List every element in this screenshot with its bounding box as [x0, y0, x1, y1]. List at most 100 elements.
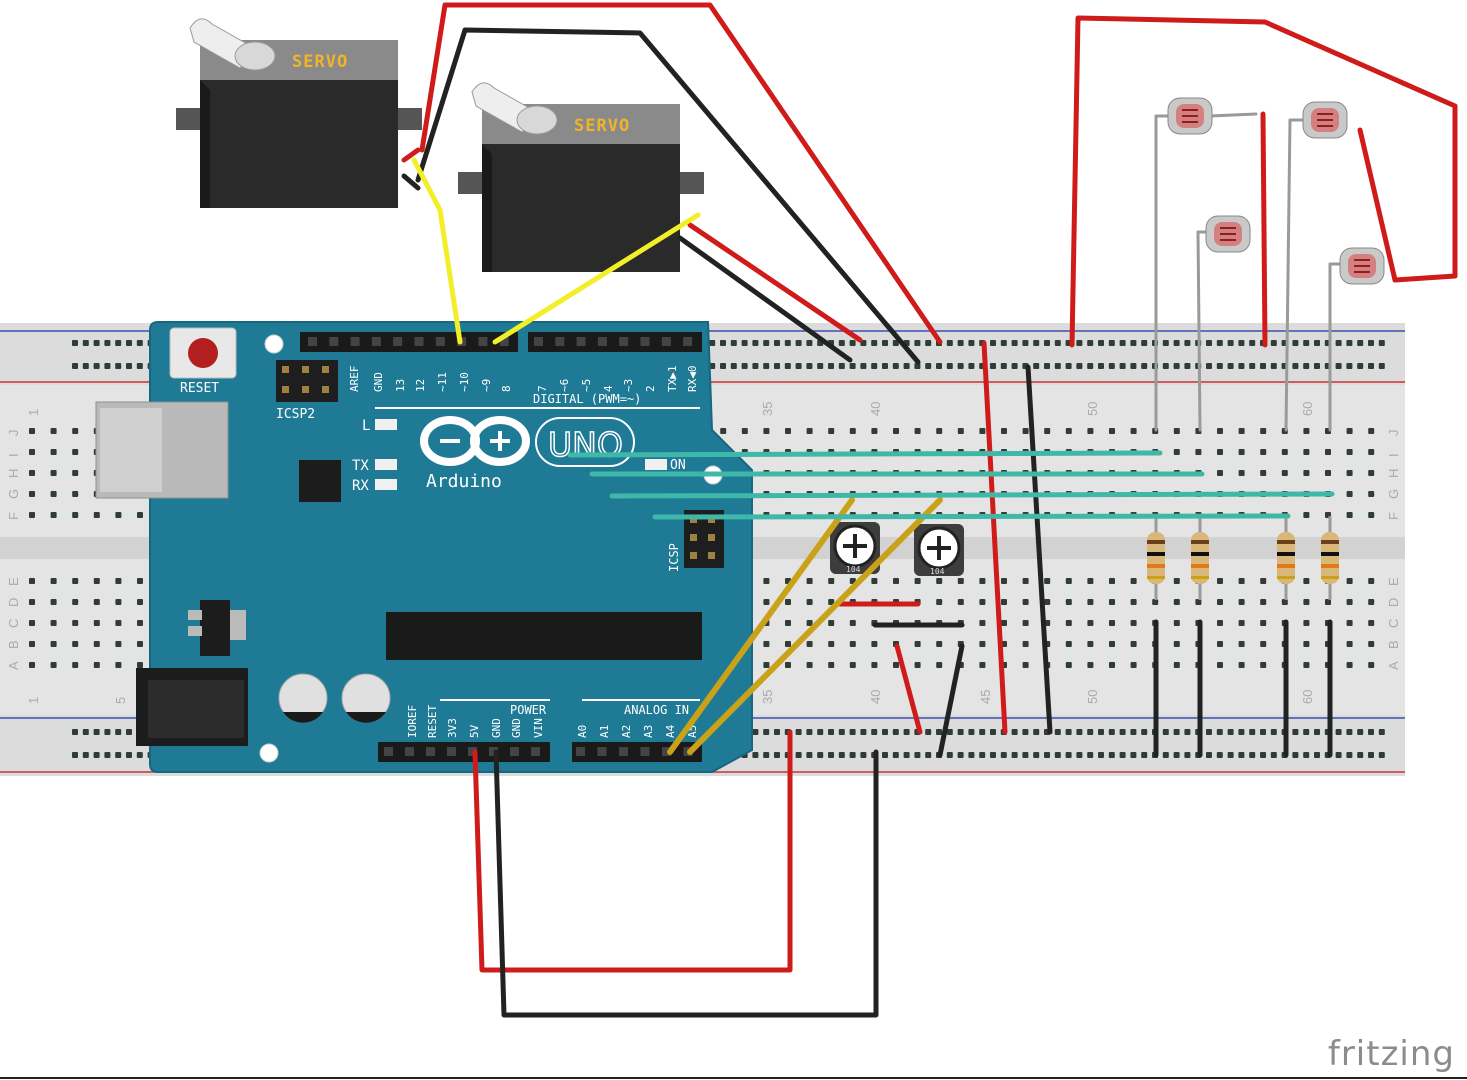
wire-black	[937, 643, 965, 758]
breadboard-hole	[914, 662, 921, 668]
rail-hole	[882, 752, 888, 758]
breadboard-hole	[1346, 449, 1353, 455]
breadboard-hole	[1368, 470, 1375, 476]
header-pin	[499, 337, 509, 346]
breadboard-hole	[1217, 599, 1223, 605]
rail-hole	[1119, 340, 1126, 346]
digital-pin-label: ~5	[580, 379, 593, 392]
rail-hole	[115, 363, 122, 369]
breadboard-hole	[1109, 578, 1115, 584]
wire-gray	[1208, 112, 1258, 118]
rail-hole	[795, 340, 802, 346]
breadboard-hole	[720, 428, 727, 434]
col-label: 40	[868, 402, 883, 416]
breadboard-hole	[1346, 512, 1353, 518]
breadboard-hole	[1022, 578, 1029, 584]
rail-hole	[1162, 340, 1169, 346]
header-pin	[447, 747, 456, 756]
analog-pin-label: A2	[620, 725, 633, 738]
breadboard-hole	[1001, 599, 1007, 605]
wire-red	[472, 729, 793, 973]
breadboard-hole	[936, 641, 943, 647]
wire-red	[419, 2, 943, 345]
rail-hole	[1378, 729, 1385, 735]
breadboard-hole	[115, 599, 122, 605]
breadboard-hole	[1001, 620, 1007, 626]
breadboard-hole	[1173, 641, 1180, 647]
digital-pin-label: ~6	[558, 379, 571, 392]
led-tx-label: TX	[352, 458, 369, 474]
rail-hole	[1335, 363, 1342, 369]
digital-header-b	[528, 332, 702, 352]
rail-hole	[1260, 729, 1266, 735]
pot-code: 104	[846, 565, 861, 574]
breadboard-hole	[1022, 428, 1029, 434]
breadboard-hole	[979, 662, 986, 668]
header-pin	[619, 747, 628, 756]
reset-button[interactable]	[169, 327, 237, 379]
breadboard-hole	[1087, 428, 1094, 434]
breadboard-hole	[1368, 662, 1375, 668]
wire-cyan	[609, 491, 1335, 499]
breadboard-hole	[1044, 428, 1051, 434]
breadboard-hole	[1022, 599, 1029, 605]
rail-hole	[1076, 752, 1083, 758]
header-pin	[531, 747, 540, 756]
rail-hole	[1184, 752, 1191, 758]
breadboard-hole	[1260, 662, 1267, 668]
rail-hole	[752, 340, 759, 346]
rail-hole	[1238, 340, 1245, 346]
rail-hole	[126, 729, 132, 735]
header-pin	[662, 747, 671, 756]
rail-hole	[990, 729, 996, 735]
rail-hole	[1335, 729, 1342, 735]
rail-hole	[1378, 752, 1385, 758]
breadboard-hole	[936, 662, 943, 668]
breadboard-hole	[1195, 449, 1202, 455]
analog-pin-label: A1	[598, 725, 611, 738]
row-label: H	[6, 469, 21, 478]
rail-hole	[946, 340, 953, 346]
digital-pin-label: 2	[644, 385, 657, 392]
potentiometer: 104	[830, 522, 880, 574]
breadboard-hole	[806, 578, 813, 584]
breadboard-hole	[741, 428, 748, 434]
breadboard-hole	[1303, 449, 1310, 455]
breadboard-hole	[1217, 578, 1223, 584]
breadboard-hole	[72, 449, 79, 455]
rail-hole	[1011, 340, 1018, 346]
rail-hole	[925, 340, 932, 346]
breadboard-hole	[1065, 662, 1072, 668]
capacitor	[341, 673, 391, 723]
rail-hole	[774, 363, 780, 369]
breadboard-hole	[914, 428, 921, 434]
breadboard-hole	[50, 641, 57, 647]
rail-hole	[126, 752, 132, 758]
wire-red	[687, 222, 863, 343]
rail-hole	[817, 729, 824, 735]
breadboard-hole	[763, 662, 770, 668]
breadboard-hole	[1109, 599, 1115, 605]
power-label: POWER	[510, 703, 547, 717]
rail-hole	[1303, 363, 1310, 369]
breadboard-hole	[1173, 578, 1180, 584]
rail-hole	[1022, 340, 1029, 346]
rail-hole	[1249, 729, 1256, 735]
rail-hole	[1098, 340, 1104, 346]
digital-label: DIGITAL (PWM=~)	[533, 392, 641, 406]
breadboard-hole	[72, 578, 79, 584]
rail-hole	[1044, 340, 1050, 346]
wire-gold	[687, 497, 943, 755]
breadboard-hole	[29, 662, 35, 668]
breadboard-hole	[806, 620, 813, 626]
breadboard-hole	[828, 620, 835, 626]
rail-hole	[1108, 729, 1115, 735]
rail-hole	[752, 729, 759, 735]
rail-hole	[1238, 729, 1245, 735]
rail-hole	[1076, 340, 1083, 346]
breadboard-hole	[806, 662, 813, 668]
rail-hole	[1292, 729, 1299, 735]
breadboard-hole	[1109, 662, 1115, 668]
